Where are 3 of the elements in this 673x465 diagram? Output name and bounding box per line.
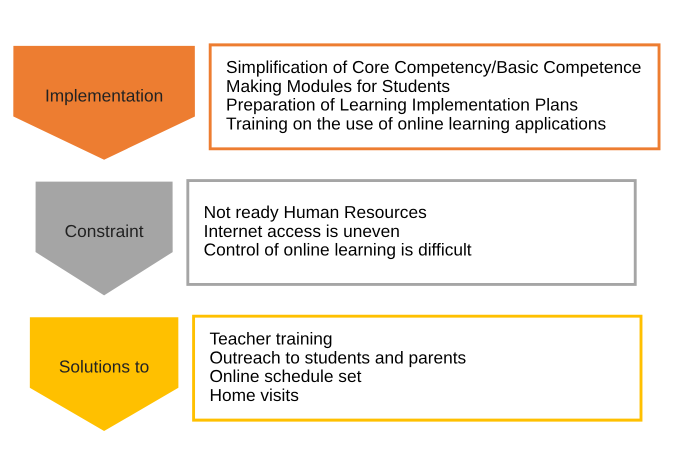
node-box: Simplification of Core Competency/Basic Competence Making Modules for Students Preparation of Learning Implementation Plans Training on the use of online learning applications — [208, 43, 660, 150]
node-box: Teacher training Outreach to students and parents Online schedule set Home visits — [192, 314, 642, 422]
node-box: Not ready Human Resources Internet access is uneven Control of online learning is difficult — [186, 179, 637, 286]
